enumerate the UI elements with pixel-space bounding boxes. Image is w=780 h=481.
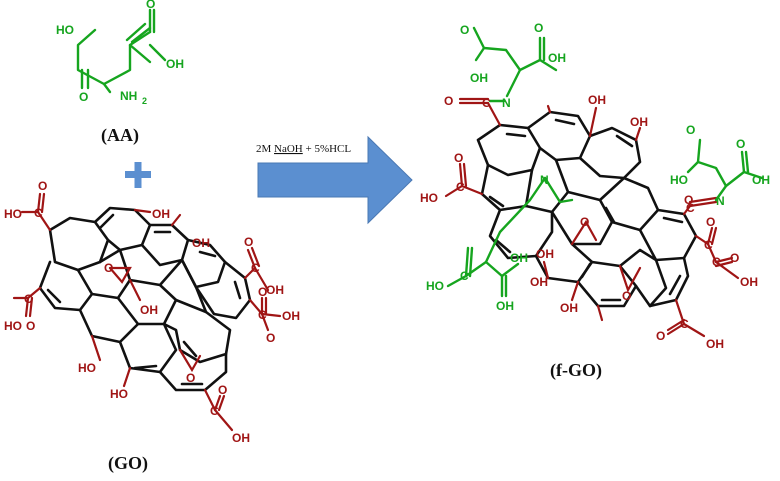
functionalized-graphene-oxide-structure: O C N OH O OH O OH OH HO C O N O C N HO … — [420, 21, 770, 381]
go-label-oh-4: OH — [140, 303, 158, 317]
fgo-label-oh-11: OH — [560, 301, 578, 315]
fgo-label-c-6: C — [680, 317, 689, 331]
fgo-label-oh-7: OH — [536, 247, 554, 261]
go-label-oh-5: OH — [282, 309, 300, 323]
go-label-ho-1: HO — [4, 207, 22, 221]
fgo-label-c-5: C — [712, 255, 721, 269]
aa-label-nh: NH — [120, 89, 137, 103]
go-label-c-2: C — [24, 292, 33, 306]
fgo-label-c-1: C — [482, 96, 491, 110]
fgo-label-o-3: O — [534, 21, 543, 35]
fgo-label-o-4: O — [454, 151, 463, 165]
fgo-label-c-2: C — [456, 180, 465, 194]
go-label-oh-3: OH — [266, 283, 284, 297]
fgo-label-o-2: O — [460, 23, 469, 37]
fgo-label-o-10: O — [730, 251, 739, 265]
conditions-suffix: + 5%HCL — [303, 143, 352, 155]
aa-label-oh: OH — [166, 57, 184, 71]
fgo-label-oh-1: OH — [470, 71, 488, 85]
aa-label-o2: O — [146, 0, 155, 11]
go-label-o-2: O — [26, 319, 35, 333]
fgo-label-n-2: N — [540, 173, 549, 187]
fgo-label-o-7: O — [736, 137, 745, 151]
plus-icon — [125, 162, 151, 188]
fgo-label-n-3: N — [716, 194, 725, 208]
fgo-name-label: (f-GO) — [550, 360, 602, 381]
go-label-o-4: O — [258, 285, 267, 299]
fgo-label-ho-1: HO — [420, 191, 438, 205]
fgo-label-o-9: O — [706, 215, 715, 229]
go-label-o-epoxide-2: O — [186, 371, 195, 385]
go-name-label: (GO) — [108, 453, 148, 474]
fgo-label-c-4: C — [704, 238, 713, 252]
aa-name-label: (AA) — [101, 125, 139, 146]
fgo-label-o-1: O — [444, 94, 453, 108]
fgo-label-oh-12: OH — [496, 299, 514, 313]
go-label-oh-6: OH — [232, 431, 250, 445]
go-label-o-3: O — [244, 235, 253, 249]
go-label-c-1: C — [34, 206, 43, 220]
fgo-label-oh-9: OH — [740, 275, 758, 289]
aa-label-nh-subscript: 2 — [142, 96, 147, 106]
go-label-o-5: O — [218, 383, 227, 397]
reaction-arrow: 2M NaOH + 5%HCL — [256, 135, 413, 225]
aa-label-o1: O — [79, 90, 88, 104]
fgo-label-o-epoxide: O — [622, 289, 631, 303]
fgo-label-oh-6: OH — [510, 251, 528, 265]
aa-label-ho: HO — [56, 23, 74, 37]
fgo-label-n-1: N — [502, 96, 511, 110]
fgo-label-c-3: C — [686, 201, 695, 215]
aspartic-acid-structure: HO O OH O NH 2 (AA) — [56, 0, 184, 146]
graphene-oxide-structure: HO C O HO C O OH OH O O OH C OH O C OH O… — [4, 179, 300, 474]
fgo-label-ho-3: HO — [426, 279, 444, 293]
fgo-label-o-5: O — [684, 193, 693, 207]
go-label-o-epoxide-1: O — [104, 261, 113, 275]
conditions-prefix: 2M — [256, 143, 274, 155]
go-label-oh-1: OH — [152, 207, 170, 221]
fgo-label-oh-10: OH — [706, 337, 724, 351]
fgo-label-oh-5: OH — [752, 173, 770, 187]
fgo-label-oh-3: OH — [588, 93, 606, 107]
reaction-conditions-label: 2M NaOH + 5%HCL — [256, 143, 351, 155]
go-label-c-4: C — [258, 308, 267, 322]
fgo-label-oh-8: OH — [530, 275, 548, 289]
go-label-ho-3: HO — [78, 361, 96, 375]
go-label-ho-4: HO — [110, 387, 128, 401]
fgo-label-oh-2: OH — [548, 51, 566, 65]
go-label-ho-2: HO — [4, 319, 22, 333]
go-label-o-1: O — [38, 179, 47, 193]
go-label-c-3: C — [251, 261, 260, 275]
fgo-label-o-6: O — [686, 123, 695, 137]
fgo-label-oh-4: OH — [630, 115, 648, 129]
go-label-oh-2: OH — [192, 236, 210, 250]
conditions-naoh: NaOH — [274, 143, 303, 155]
fgo-label-o-8: O — [580, 215, 589, 229]
fgo-label-c-7: C — [460, 269, 469, 283]
fgo-label-ho-2: HO — [670, 173, 688, 187]
go-label-o-6: O — [266, 331, 275, 345]
go-label-c-5: C — [210, 404, 219, 418]
fgo-label-o-11: O — [656, 329, 665, 343]
